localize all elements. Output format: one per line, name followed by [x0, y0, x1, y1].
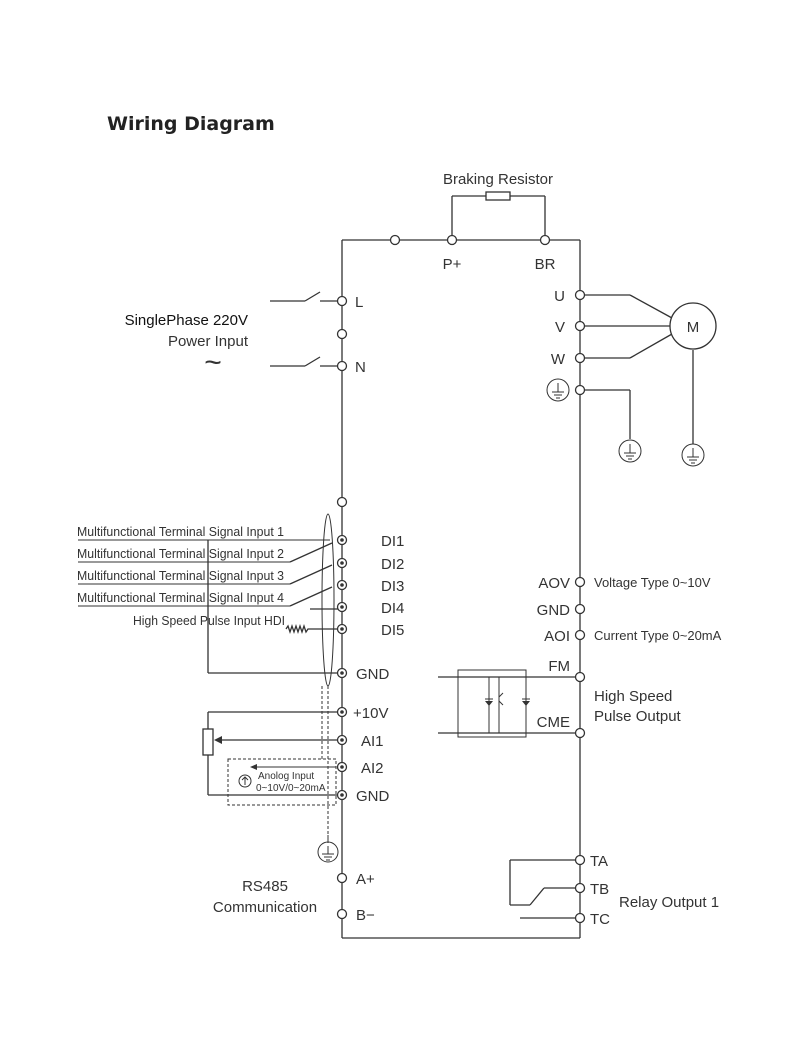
power-input-line2: Power Input — [168, 333, 249, 350]
u-label: U — [554, 288, 565, 305]
cme-terminal — [574, 727, 586, 739]
braking-resistor-label: Braking Resistor — [443, 171, 553, 188]
w-terminal — [574, 352, 586, 364]
v-terminal — [574, 320, 586, 332]
pulse-output-line1: High Speed — [594, 688, 672, 705]
potentiometer — [202, 728, 214, 756]
aoi-terminal — [574, 629, 586, 641]
di4-label: DI4 — [381, 600, 404, 617]
di5-desc: High Speed Pulse Input HDI — [133, 613, 285, 628]
analog-input-line2: 0~10V/0~20mA — [256, 783, 326, 794]
gnd1-label: GND — [356, 666, 390, 683]
relay-output-label: Relay Output 1 — [619, 894, 719, 911]
ao-gnd-label: GND — [537, 602, 571, 619]
p-plus-terminal — [446, 234, 458, 246]
gnd2-label: GND — [356, 788, 390, 805]
a-plus-terminal — [336, 872, 348, 884]
ac-symbol: ~ — [204, 346, 222, 379]
motor-wiring — [580, 294, 694, 444]
motor-label: M — [687, 319, 700, 336]
aoi-label: AOI — [544, 628, 570, 645]
relay-wiring — [509, 859, 580, 919]
ground-icon — [317, 841, 339, 863]
tb-terminal — [574, 882, 586, 894]
di3-desc: Multifunctional Terminal Signal Input 3 — [77, 568, 284, 583]
aov-label: AOV — [538, 575, 570, 592]
tb-label: TB — [590, 881, 609, 898]
rs485-line2: Communication — [213, 899, 317, 916]
motor-symbol — [669, 302, 717, 350]
l-terminal — [336, 295, 348, 307]
pulse-output-line2: Pulse Output — [594, 708, 682, 725]
rs485-line1: RS485 — [242, 878, 288, 895]
di2-label: DI2 — [381, 556, 404, 573]
ai2-label: AI2 — [361, 760, 384, 777]
ta-terminal — [574, 854, 586, 866]
a-plus-label: A+ — [356, 871, 375, 888]
aov-terminal — [574, 576, 586, 588]
pe-terminal — [574, 384, 586, 396]
pulse-output-wiring — [438, 669, 580, 738]
w-label: W — [551, 351, 566, 368]
ta-label: TA — [590, 853, 608, 870]
ground-icon — [618, 439, 642, 463]
di1-label: DI1 — [381, 533, 404, 550]
p-plus-label: P+ — [443, 256, 462, 273]
b-minus-terminal — [336, 908, 348, 920]
digital-input-wiring — [78, 513, 342, 843]
aov-desc: Voltage Type 0~10V — [594, 575, 711, 590]
power-input: SinglePhase 220V Power Input ~ — [125, 291, 342, 379]
analog-input-wiring — [202, 711, 342, 806]
di4-desc: Multifunctional Terminal Signal Input 4 — [77, 590, 284, 605]
cme-label: CME — [537, 714, 570, 731]
fm-label: FM — [548, 658, 570, 675]
l-label: L — [355, 294, 363, 311]
v10-label: +10V — [353, 705, 388, 722]
tc-terminal — [574, 912, 586, 924]
mid-terminal — [336, 328, 348, 340]
br-terminal — [539, 234, 551, 246]
ai1-label: AI1 — [361, 733, 384, 750]
b-minus-label: B− — [356, 907, 375, 924]
di3-label: DI3 — [381, 578, 404, 595]
aux-terminal — [336, 496, 348, 508]
aoi-desc: Current Type 0~20mA — [594, 628, 722, 643]
n-terminal — [336, 360, 348, 372]
u-terminal — [574, 289, 586, 301]
dc-bus-terminal — [389, 234, 401, 246]
analog-input-line1: Anolog Input — [258, 771, 314, 782]
ground-icon — [546, 378, 570, 402]
di1-desc: Multifunctional Terminal Signal Input 1 — [77, 524, 284, 539]
ground-icon — [681, 443, 705, 467]
di5-label: DI5 — [381, 622, 404, 639]
tc-label: TC — [590, 911, 610, 928]
fm-terminal — [574, 671, 586, 683]
power-input-line1: SinglePhase 220V — [125, 312, 248, 329]
br-label: BR — [535, 256, 556, 273]
analog-terminals — [336, 706, 348, 801]
v-label: V — [555, 319, 565, 336]
di-terminals — [336, 534, 348, 679]
ao-gnd-terminal — [574, 603, 586, 615]
n-label: N — [355, 359, 366, 376]
resistor-symbol — [485, 191, 511, 201]
di2-desc: Multifunctional Terminal Signal Input 2 — [77, 546, 284, 561]
braking-resistor: Braking Resistor — [443, 171, 553, 240]
page-title: Wiring Diagram — [107, 113, 275, 135]
